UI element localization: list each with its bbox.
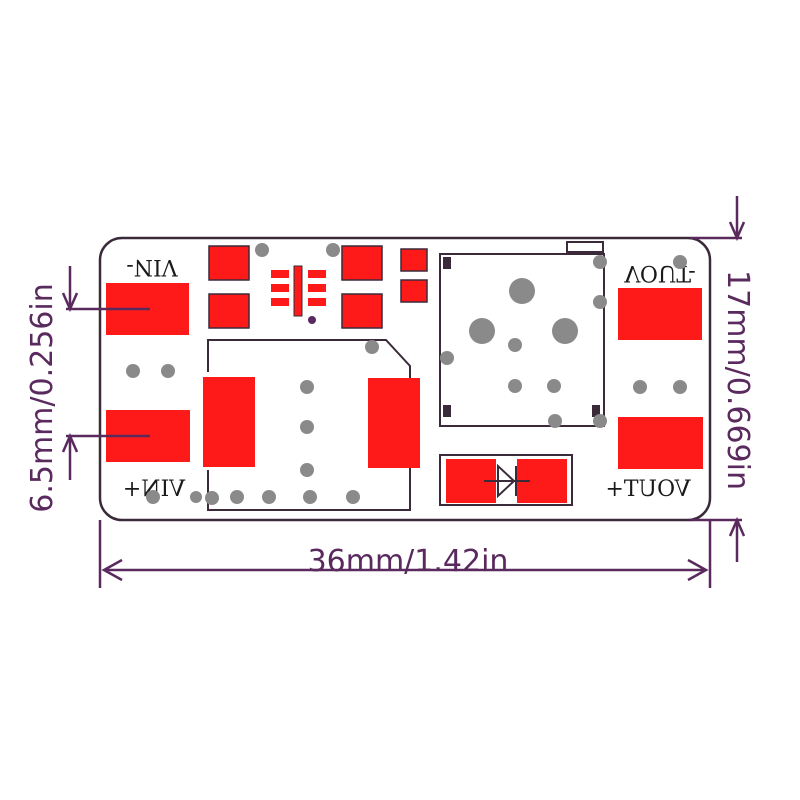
via xyxy=(547,379,561,393)
via-large xyxy=(469,318,495,344)
diode-outline xyxy=(439,454,573,506)
via xyxy=(633,380,647,394)
via xyxy=(190,491,202,503)
pad-vout-plus xyxy=(618,417,703,469)
via xyxy=(673,255,687,269)
via xyxy=(300,380,314,394)
via xyxy=(440,351,454,365)
via xyxy=(303,490,317,504)
dimension-height xyxy=(690,196,746,562)
dimension-pad-spacing-label: 6.5mm/0.256in xyxy=(25,283,60,513)
pad-vout-minus xyxy=(618,288,702,340)
dimension-width xyxy=(98,520,712,588)
via xyxy=(593,414,607,428)
via xyxy=(230,490,244,504)
via-holes xyxy=(126,243,687,505)
via xyxy=(548,414,562,428)
inductor-pad-right xyxy=(368,378,420,468)
svg-text:VIN-: VIN- xyxy=(126,254,178,279)
smd-pad xyxy=(208,245,250,281)
smd-pad xyxy=(400,248,428,272)
label-vin-minus: VIN- xyxy=(126,254,178,279)
smd-pad xyxy=(341,293,383,329)
smd-pad xyxy=(400,279,428,303)
via xyxy=(593,295,607,309)
module-corner xyxy=(443,257,451,269)
dimension-width-label: 36mm/1.42in xyxy=(308,544,509,579)
label-vout-plus: VOUT+ xyxy=(605,477,691,502)
via xyxy=(255,243,269,257)
via xyxy=(146,490,160,504)
via xyxy=(262,490,276,504)
smd-pad xyxy=(208,293,250,329)
dimension-pad-spacing xyxy=(61,266,150,480)
ic-footprint xyxy=(271,265,326,324)
via-large xyxy=(509,278,535,304)
svg-text:VOUT+: VOUT+ xyxy=(605,477,691,502)
diode-symbol-icon xyxy=(484,463,530,499)
inductor-pad-left xyxy=(203,377,255,467)
via xyxy=(508,379,522,393)
via xyxy=(508,338,522,352)
via xyxy=(300,463,314,477)
dimension-height-label: 17mm/0.669in xyxy=(720,270,755,490)
via xyxy=(593,255,607,269)
via-large xyxy=(552,318,578,344)
via xyxy=(161,364,175,378)
shield-module-outline xyxy=(439,253,605,427)
via xyxy=(365,340,379,354)
smd-pad xyxy=(341,245,383,281)
via xyxy=(673,380,687,394)
module-corner xyxy=(592,405,600,417)
via xyxy=(346,490,360,504)
via xyxy=(126,364,140,378)
inductor-outline xyxy=(207,339,411,511)
via xyxy=(326,243,340,257)
module-corner xyxy=(443,405,451,417)
via xyxy=(300,420,314,434)
via xyxy=(205,491,219,505)
module-corner-tab xyxy=(566,241,604,253)
